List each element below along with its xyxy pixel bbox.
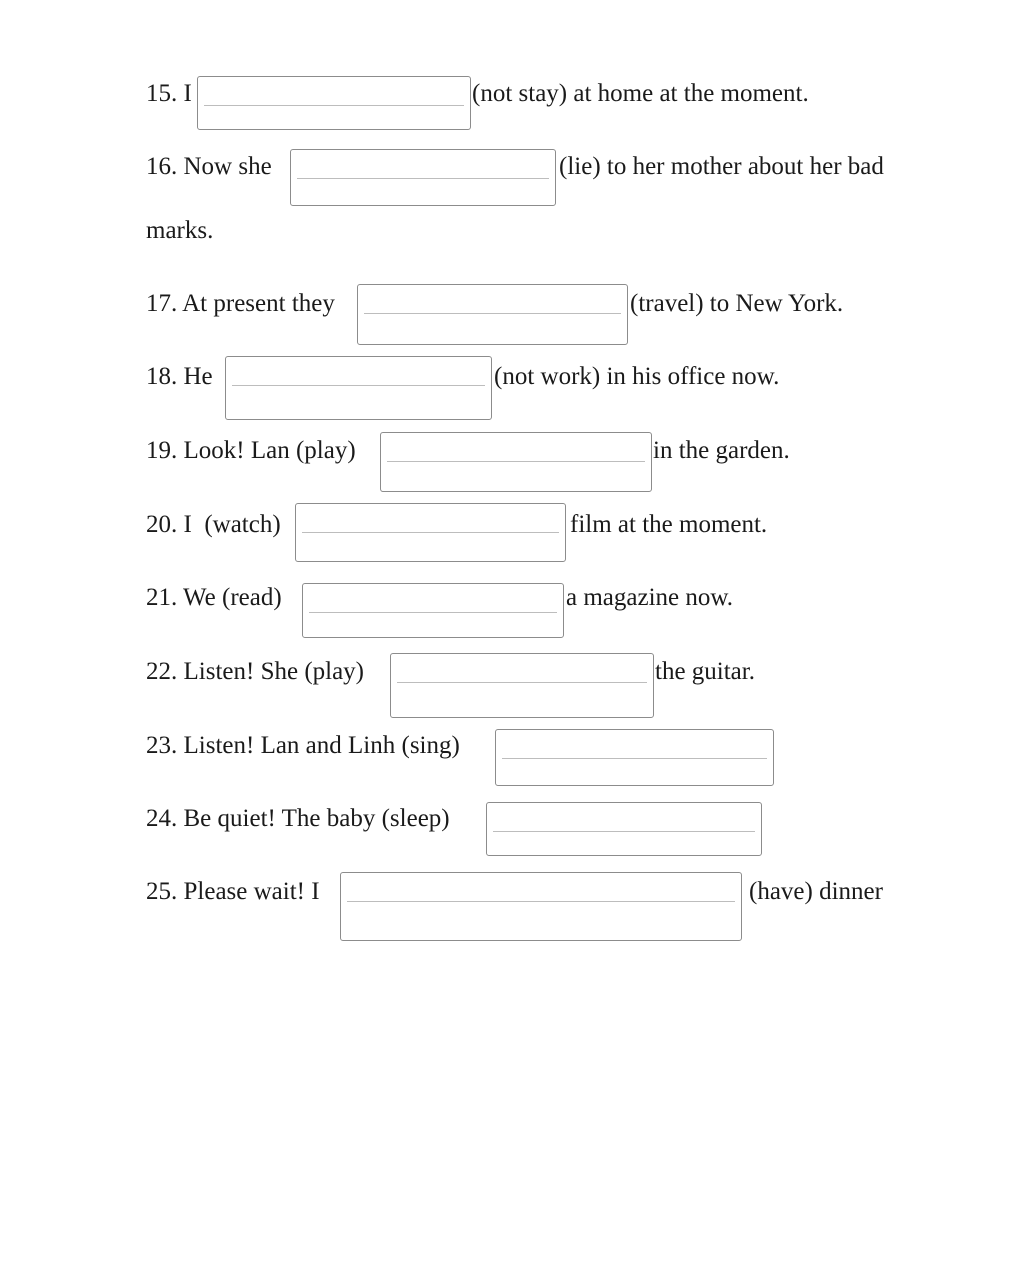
item-16-answer-input[interactable] <box>297 152 549 178</box>
item-19-prompt: 19. Look! Lan (play) <box>146 437 356 464</box>
item-15-answer-input[interactable] <box>204 79 464 105</box>
item-20-prompt: 20. I (watch) <box>146 511 281 538</box>
item-25-suffix: (have) dinner <box>749 878 883 905</box>
item-20-answer-input[interactable] <box>302 506 559 532</box>
item-19-suffix: in the garden. <box>653 437 790 464</box>
item-19-answer-input[interactable] <box>387 435 645 461</box>
item-25-answer-box[interactable] <box>340 872 742 941</box>
item-24-answer-box[interactable] <box>486 802 762 856</box>
item-24-answer-input[interactable] <box>493 805 755 831</box>
item-16-continuation: marks. <box>146 217 214 244</box>
item-16-suffix: (lie) to her mother about her bad <box>559 153 884 180</box>
item-15-suffix: (not stay) at home at the moment. <box>472 80 809 107</box>
item-21-prompt: 21. We (read) <box>146 584 282 611</box>
item-17-prompt: 17. At present they <box>146 290 335 317</box>
item-22-answer-input[interactable] <box>397 656 647 682</box>
item-23-prompt: 23. Listen! Lan and Linh (sing) <box>146 732 460 759</box>
item-18-answer-input[interactable] <box>232 359 485 385</box>
item-17-answer-box[interactable] <box>357 284 628 345</box>
item-22-answer-box[interactable] <box>390 653 654 718</box>
item-15-answer-box[interactable] <box>197 76 471 130</box>
item-16-answer-box[interactable] <box>290 149 556 206</box>
item-16-prompt: 16. Now she <box>146 153 272 180</box>
item-21-suffix: a magazine now. <box>566 584 734 611</box>
item-23-answer-box[interactable] <box>495 729 774 786</box>
item-17-suffix: (travel) to New York. <box>630 290 844 317</box>
item-20-suffix: film at the moment. <box>570 511 768 538</box>
item-23-answer-input[interactable] <box>502 732 767 758</box>
item-25-prompt: 25. Please wait! I <box>146 878 320 905</box>
item-15-prompt: 15. I <box>146 80 192 107</box>
item-17-answer-input[interactable] <box>364 287 621 313</box>
item-19-answer-box[interactable] <box>380 432 652 492</box>
item-21-answer-box[interactable] <box>302 583 564 638</box>
item-25-answer-input[interactable] <box>347 875 735 901</box>
item-18-suffix: (not work) in his office now. <box>494 363 780 390</box>
item-18-answer-box[interactable] <box>225 356 492 420</box>
item-22-prompt: 22. Listen! She (play) <box>146 658 365 685</box>
item-24-prompt: 24. Be quiet! The baby (sleep) <box>146 805 450 832</box>
item-18-prompt: 18. He <box>146 363 213 390</box>
item-20-answer-box[interactable] <box>295 503 566 562</box>
item-22-suffix: the guitar. <box>655 658 755 685</box>
item-21-answer-input[interactable] <box>309 586 557 612</box>
